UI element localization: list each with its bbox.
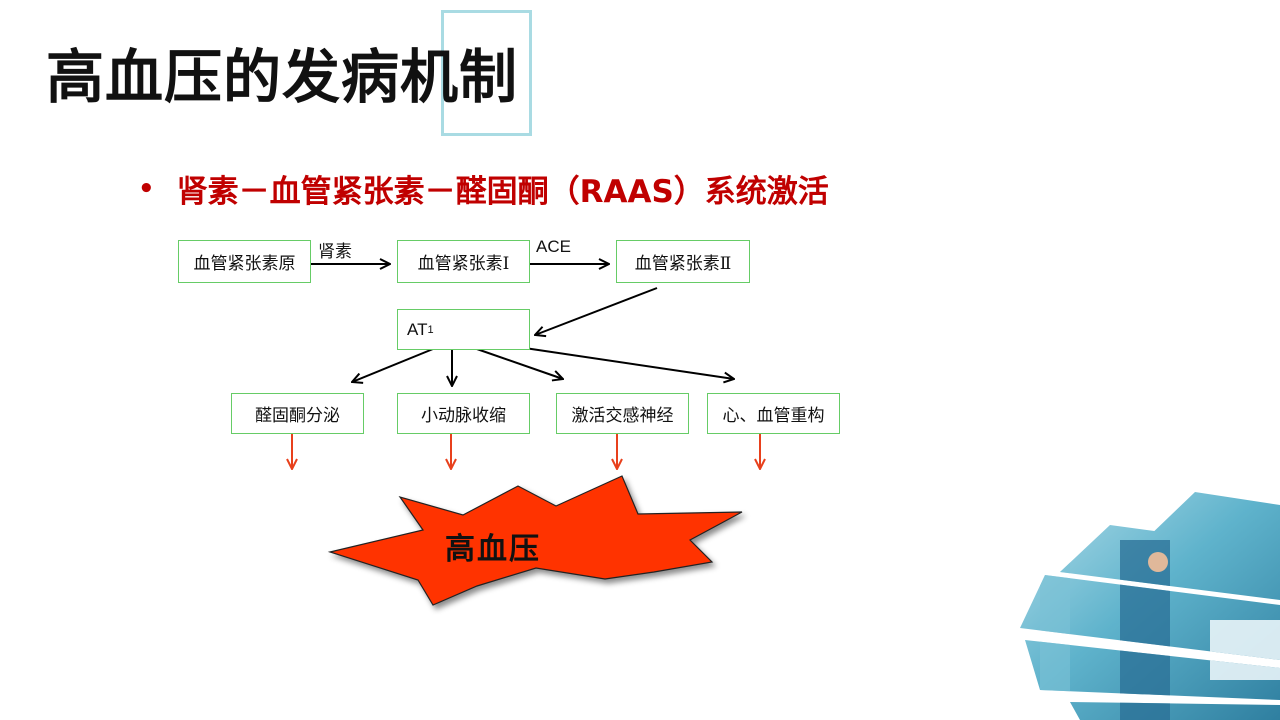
- node-label: 心、血管重构: [722, 406, 825, 426]
- node-label: 血管紧张素原: [193, 254, 296, 274]
- arrow-ang2-to-at1: [535, 287, 658, 335]
- arrow-at1-to-sympathetic: [473, 347, 563, 379]
- node-label: 激活交感神经: [571, 406, 674, 426]
- edge-label-ace: ACE: [536, 237, 571, 256]
- bullet-dot-icon: •: [138, 173, 155, 204]
- hospital-corridor-photo: [1020, 492, 1280, 720]
- page-title: 高血压的发病机制: [46, 43, 519, 111]
- bullet-item: • 肾素－血管紧张素－醛固酮（RAAS）系统激活: [138, 166, 829, 211]
- node-label-subscript: 1: [427, 323, 434, 336]
- node-cardiovascular-remodeling: 心、血管重构: [707, 393, 840, 434]
- arrow-at1-to-aldosterone: [352, 348, 434, 382]
- arrow-at1-to-remodeling: [517, 346, 734, 379]
- node-label: 血管紧张素Ⅱ: [634, 254, 732, 274]
- node-label: AT: [407, 319, 428, 339]
- outcome-hypertension: 高血压: [445, 532, 541, 567]
- node-angiotensinogen: 血管紧张素原: [178, 240, 311, 283]
- title-frame-decoration: [441, 10, 532, 136]
- bullet-text: 肾素－血管紧张素－醛固酮（RAAS）系统激活: [176, 174, 829, 210]
- node-aldosterone-secretion: 醛固酮分泌: [231, 393, 364, 434]
- node-angiotensin-2: 血管紧张素Ⅱ: [616, 240, 750, 283]
- node-label: 小动脉收缩: [421, 406, 506, 426]
- node-angiotensin-1: 血管紧张素Ⅰ: [397, 240, 530, 283]
- node-arteriole-constriction: 小动脉收缩: [397, 393, 530, 434]
- starburst-shape: [327, 475, 743, 606]
- node-label: 血管紧张素Ⅰ: [417, 254, 510, 274]
- node-label: 醛固酮分泌: [255, 406, 340, 426]
- node-sympathetic-activation: 激活交感神经: [556, 393, 689, 434]
- edge-label-renin: 肾素: [318, 242, 352, 262]
